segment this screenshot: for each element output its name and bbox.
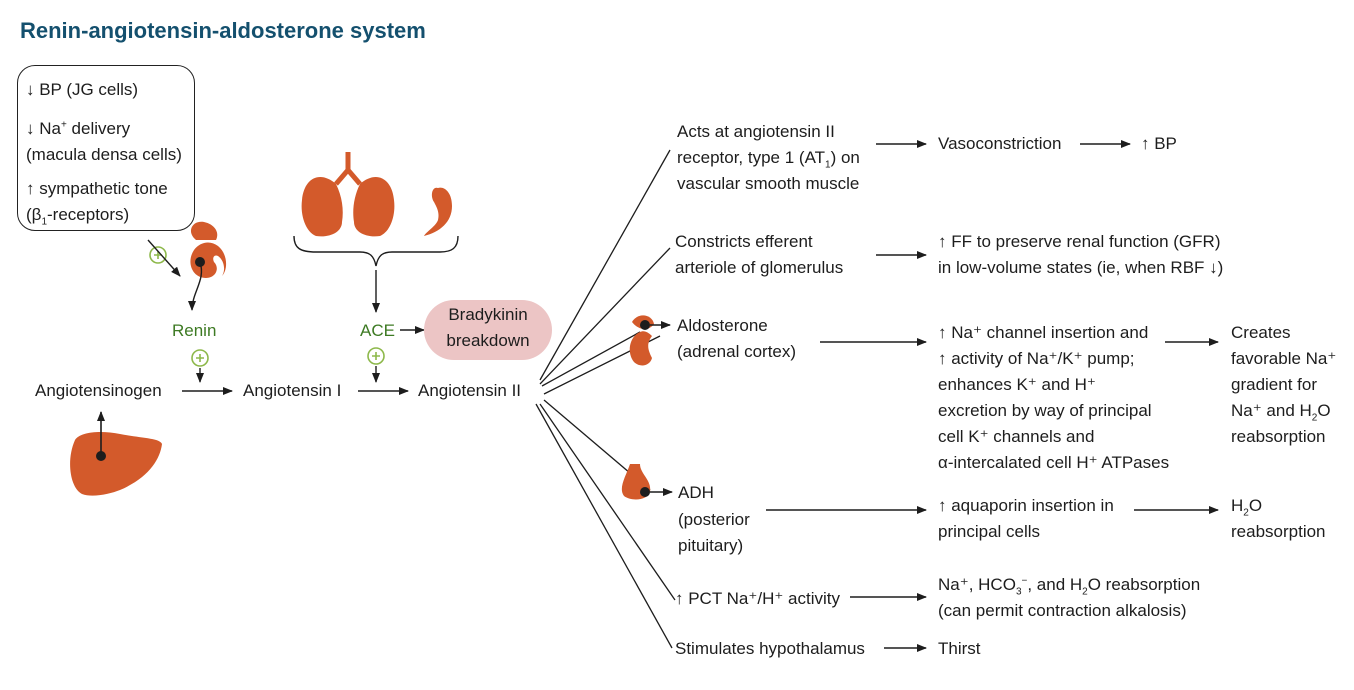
gradient-line4: Na⁺ and H2O: [1231, 401, 1331, 424]
trigger-na-cells: (macula densa cells): [26, 145, 182, 164]
hco3-line2: (can permit contraction alkalosis): [938, 601, 1187, 620]
adh-line2: (posterior: [678, 510, 750, 529]
na-channel-line5: cell K⁺ channels and: [938, 427, 1095, 446]
page-title: Renin-angiotensin-aldosterone system: [20, 18, 426, 43]
bp-increase-label: ↑ BP: [1141, 134, 1177, 153]
pct-label: ↑ PCT Na⁺/H⁺ activity: [675, 589, 840, 608]
trigger-beta-receptors: (β1-receptors): [26, 205, 130, 228]
h2o-line2: reabsorption: [1231, 522, 1326, 541]
na-channel-line2: ↑ activity of Na⁺/K⁺ pump;: [938, 349, 1135, 368]
plus-circle-icon: [367, 347, 385, 365]
angiotensin-i-label: Angiotensin I: [243, 381, 342, 400]
aldosterone-line1: Aldosterone: [677, 316, 768, 335]
plus-circle-icon: [149, 246, 167, 264]
lungs-icon: [301, 152, 395, 237]
aldosterone-line2: (adrenal cortex): [677, 342, 797, 361]
trigger-box: [17, 65, 195, 231]
trigger-na: ↓ Na+ delivery: [26, 119, 131, 138]
ace-label: ACE: [360, 321, 395, 340]
plus-circle-icon: [191, 349, 209, 367]
h2o-line1: H2O: [1231, 496, 1263, 519]
gradient-line1: Creates: [1231, 323, 1291, 342]
bradykinin-pill: [424, 300, 552, 360]
renin-label: Renin: [172, 321, 217, 340]
hypothalamus-label: Stimulates hypothalamus: [675, 639, 865, 658]
angiotensin-ii-label: Angiotensin II: [418, 381, 522, 400]
vasoconstriction-label: Vasoconstriction: [938, 134, 1062, 153]
na-channel-line6: α-intercalated cell H⁺ ATPases: [938, 453, 1170, 472]
thirst-label: Thirst: [938, 639, 981, 658]
gradient-line2: favorable Na⁺: [1231, 349, 1337, 368]
na-channel-line1: ↑ Na⁺ channel insertion and: [938, 323, 1149, 342]
adh-line1: ADH: [678, 483, 714, 502]
aquaporin-line1: ↑ aquaporin insertion in: [938, 496, 1114, 515]
gradient-line3: gradient for: [1231, 375, 1317, 394]
at1-line2: receptor, type 1 (AT1) on: [677, 148, 860, 171]
adrenal-icon: [629, 315, 654, 366]
at1-line1: Acts at angiotensin II: [677, 122, 835, 141]
hco3-line1: Na⁺, HCO3−, and H2O reabsorption: [938, 575, 1201, 598]
efferent-line2: arteriole of glomerulus: [675, 258, 844, 277]
ff-line1: ↑ FF to preserve renal function (GFR): [938, 232, 1221, 251]
trigger-bp: ↓ BP (JG cells): [26, 80, 139, 99]
pituitary-icon: [621, 464, 651, 500]
gradient-line5: reabsorption: [1231, 427, 1326, 446]
at1-line3: vascular smooth muscle: [677, 174, 860, 193]
na-channel-line4: excretion by way of principal: [938, 401, 1152, 420]
angiotensinogen-label: Angiotensinogen: [35, 381, 162, 400]
adh-line3: pituitary): [678, 536, 744, 555]
efferent-line1: Constricts efferent: [675, 232, 813, 251]
liver-icon: [70, 411, 162, 496]
kidney-icon: [424, 187, 452, 236]
trigger-sympathetic: ↑ sympathetic tone: [26, 179, 168, 198]
na-channel-line3: enhances K⁺ and H⁺: [938, 375, 1096, 394]
kidney-icon: [190, 221, 227, 278]
aquaporin-line2: principal cells: [938, 522, 1041, 541]
ff-line2: in low-volume states (ie, when RBF ↓): [938, 258, 1224, 277]
